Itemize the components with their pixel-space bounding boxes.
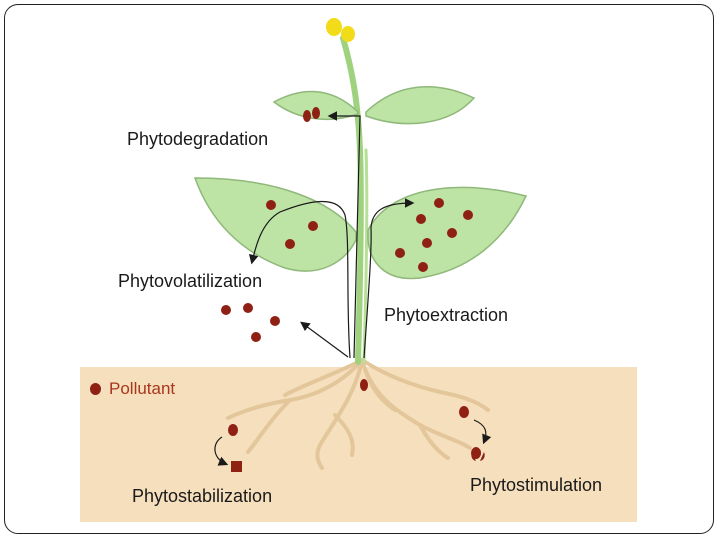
top-right-leaf: [366, 87, 474, 124]
label-phytostabilization: Phytostabilization: [132, 486, 272, 507]
legend: Pollutant: [90, 379, 175, 399]
label-phytoextraction: Phytoextraction: [384, 305, 508, 326]
legend-label: Pollutant: [109, 379, 175, 399]
lower-right-leaf: [368, 187, 526, 278]
lower-left-leaf: [195, 178, 356, 271]
label-phytodegradation: Phytodegradation: [127, 129, 268, 150]
pollutant-dot-icon: [90, 383, 101, 395]
label-phytovolatilization: Phytovolatilization: [118, 271, 262, 292]
volatilized-pollutants: [221, 303, 280, 342]
label-phytostimulation: Phytostimulation: [470, 475, 602, 496]
roots: [228, 360, 488, 468]
